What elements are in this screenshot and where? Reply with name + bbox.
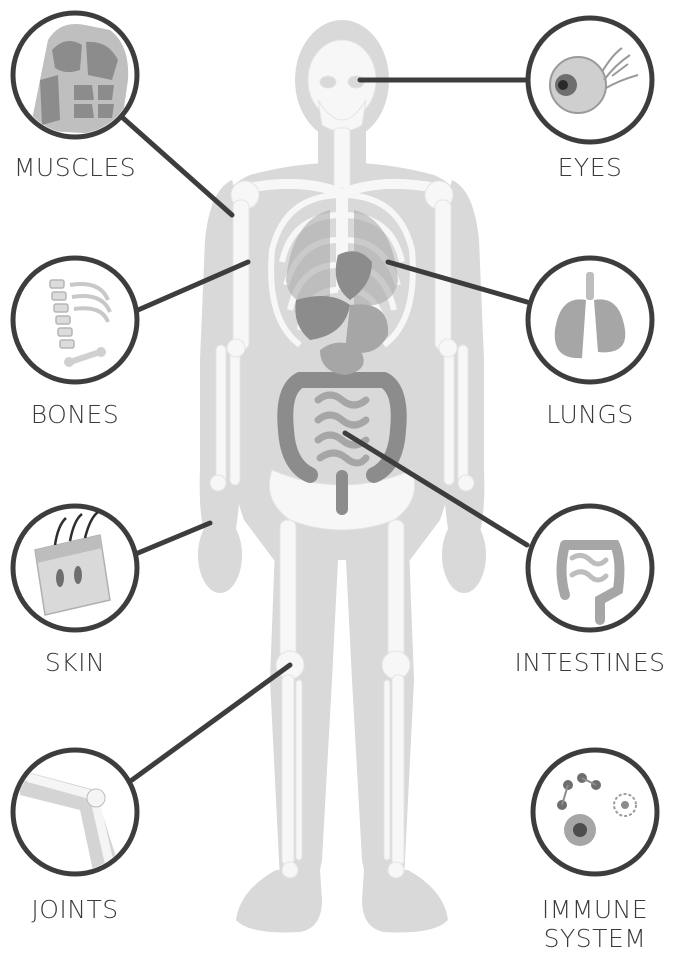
muscle-icon <box>13 13 137 137</box>
label-immune-line1: IMMUNE <box>520 895 670 924</box>
label-bones: BONES <box>22 400 128 429</box>
label-joints: JOINTS <box>18 895 132 924</box>
label-intestines: INTESTINES <box>507 648 673 677</box>
skin-cross-section-icon <box>13 506 137 630</box>
spine-ribcage-icon <box>13 258 137 382</box>
label-immune-line2: SYSTEM <box>520 924 670 953</box>
connector-joints <box>132 665 290 780</box>
lungs-icon <box>528 258 652 382</box>
label-immune-system: IMMUNE SYSTEM <box>520 895 670 953</box>
label-eyes: EYES <box>540 153 640 182</box>
knee-joint-icon <box>13 750 137 880</box>
label-skin: SKIN <box>30 648 120 677</box>
label-muscles: MUSCLES <box>10 153 140 182</box>
eyeball-icon <box>528 18 652 142</box>
intestines-icon <box>528 506 652 630</box>
label-lungs: LUNGS <box>538 400 642 429</box>
immune-cells-icon <box>533 750 657 874</box>
